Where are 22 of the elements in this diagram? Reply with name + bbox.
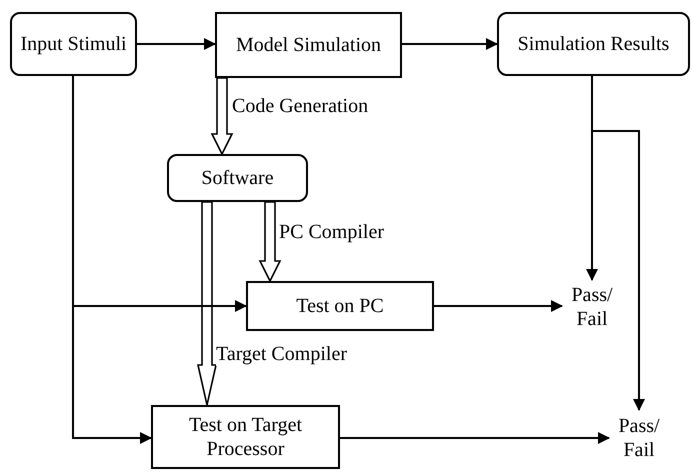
node-text: Test on PC [296,294,384,318]
node-text: Software [201,166,274,190]
rounded-box [167,154,308,202]
node-text: Test on Target Processor [188,413,304,461]
process-box [215,12,402,78]
arrow [402,38,498,50]
arrow [591,76,645,411]
node-text: Model Simulation [236,33,381,57]
hollow-arrow [197,201,217,406]
hollow-arrow [258,201,282,283]
node-text: Input Stimuli [20,32,127,56]
node-text: Pass/ Fail [617,414,661,462]
process-box [246,281,434,331]
rounded-box [497,12,690,76]
arrow [434,300,563,312]
hollow-arrow [210,77,234,156]
rounded-box [10,12,137,76]
node-text: Simulation Results [518,32,670,56]
node-text: Pass/ Fail [570,283,614,331]
arrow [137,38,216,50]
process-box [151,405,340,469]
arrow [340,432,610,444]
